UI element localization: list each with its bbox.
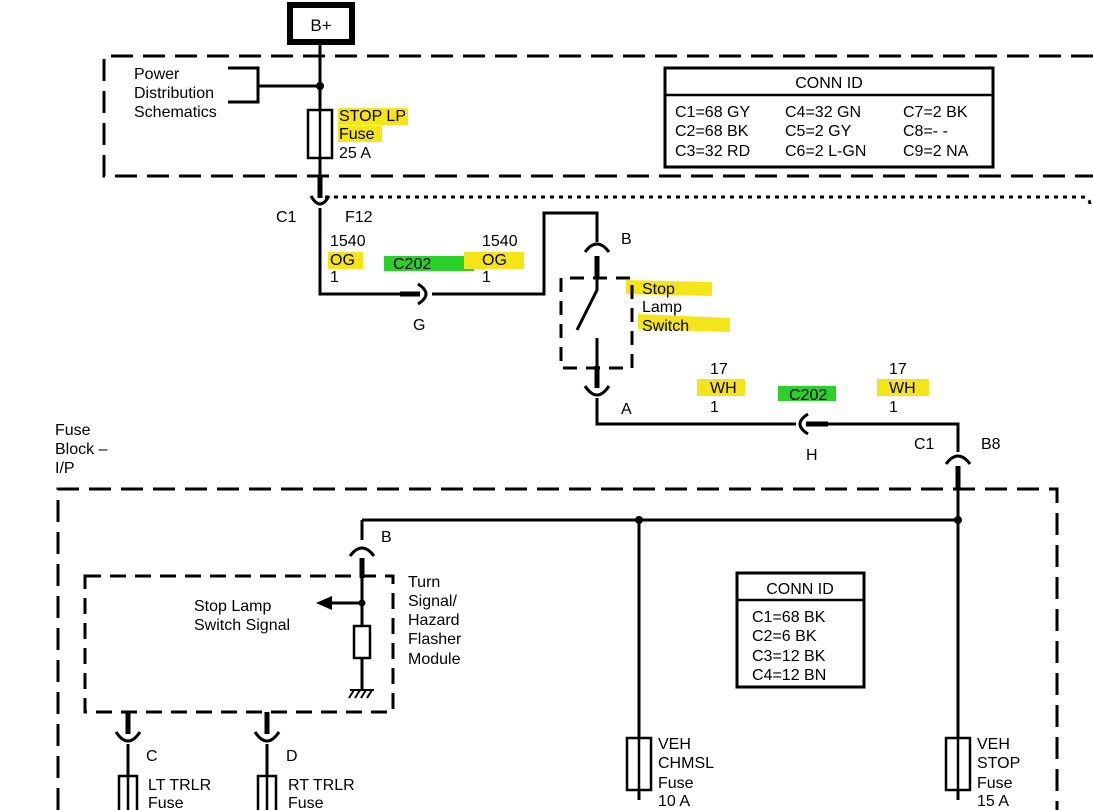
c202-g-socket <box>417 282 428 306</box>
highlight-og-right <box>464 252 524 269</box>
pin-g-label: G <box>413 317 425 334</box>
pin-d-label: D <box>286 748 298 765</box>
c202-mid-label: C202 <box>789 387 827 404</box>
conn-id-bottom-r1: C2=6 BK <box>752 628 817 645</box>
conn-id-bottom-r0: C1=68 BK <box>752 609 826 626</box>
wire-17-left <box>595 398 796 426</box>
flasher-b-socket <box>348 546 376 557</box>
fuse-block-label: Fuse Block – I/P <box>55 422 112 477</box>
conn-id-top-r2c2: C9=2 NA <box>903 143 969 160</box>
lt-trlr-fuse-label: LT TRLR Fuse <box>148 777 216 810</box>
conn-id-top-r1c2: C8=- - <box>903 123 948 140</box>
wire-1540-right-label: 1540 OG 1 <box>482 233 522 286</box>
switch-a-socket <box>583 385 611 397</box>
veh-chmsl-fuse-label: VEH CHMSL Fuse 10 A <box>658 736 718 810</box>
stop-lamp-signal-label: Stop Lamp Switch Signal <box>194 598 290 634</box>
flasher-module-box <box>83 574 395 714</box>
highlight-c202-top <box>384 256 474 271</box>
conn-id-top-r0c1: C4=32 GN <box>785 104 861 121</box>
wire-1540-left <box>318 208 404 296</box>
veh-stop-fuse-label: VEH STOP Fuse 15 A <box>977 736 1024 810</box>
power-dist-bracket <box>228 66 321 104</box>
flasher-resistor <box>352 624 372 660</box>
highlight-wh-left <box>697 379 745 396</box>
power-distribution-box <box>102 54 1093 178</box>
c1-top-label: C1 <box>276 209 297 226</box>
wire-1540-right <box>432 211 599 296</box>
conn-id-bottom-r2: C3=12 BK <box>752 648 826 665</box>
conn-id-top-r1c1: C5=2 GY <box>785 123 852 140</box>
signal-arrow-icon <box>316 596 332 610</box>
pin-b-flasher-label: B <box>381 529 392 546</box>
pin-d-socket <box>253 731 281 743</box>
pin-b-switch-label: B <box>621 231 632 248</box>
wire-1540-left-label: 1540 OG 1 <box>330 233 370 286</box>
stop-lamp-switch-label: Stop Lamp Switch <box>642 281 689 335</box>
highlight-fuse <box>338 126 382 142</box>
highlight-c202-mid <box>778 386 836 401</box>
c202-top-label: C202 <box>393 256 431 273</box>
wire-17-left-label: 17 WH 1 <box>710 361 741 416</box>
conn-id-top-r1c0: C2=68 BK <box>675 123 749 140</box>
pin-a-switch-label: A <box>621 401 632 418</box>
highlights <box>328 108 929 401</box>
conn-id-bottom-r3: C4=12 BN <box>752 667 826 684</box>
fuse-block-ip-box <box>56 487 1059 810</box>
c202-h-socket <box>798 412 809 436</box>
highlight-switch <box>638 314 730 332</box>
b8-label: B8 <box>981 436 1001 453</box>
conn-id-top-title: CONN ID <box>795 75 863 92</box>
pin-c-label: C <box>146 748 158 765</box>
conn-id-bottom-title: CONN ID <box>766 581 834 598</box>
pin-c-socket <box>114 731 142 743</box>
ground-icon <box>348 689 374 699</box>
wire-17-right-label: 17 WH 1 <box>889 361 920 416</box>
switch-b-socket <box>583 242 611 253</box>
wire-17-right <box>828 422 960 452</box>
stop-lp-fuse-label: STOP LP Fuse 25 A <box>339 108 410 162</box>
c1-mid-label: C1 <box>914 436 935 453</box>
highlight-og-left <box>328 252 363 269</box>
highlight-wh-right <box>877 379 929 396</box>
splice-chmsl <box>635 516 643 524</box>
conn-id-top: CONN ID C1=68 GY C4=32 GN C7=2 BK C2=68 … <box>663 66 995 169</box>
highlight-stop-lp <box>338 108 408 125</box>
power-dist-label: Power Distribution Schematics <box>134 66 218 121</box>
highlight-stop <box>626 280 712 296</box>
stop-lamp-switch-box <box>559 276 634 370</box>
flasher-module-label: Turn Signal/ Hazard Flasher Module <box>408 574 466 668</box>
pin-h-label: H <box>806 447 818 464</box>
f12-label: F12 <box>345 209 373 226</box>
splice-stop <box>954 516 962 524</box>
conn-id-top-r0c0: C1=68 GY <box>675 104 750 121</box>
c1-top-socket <box>309 195 331 206</box>
switch-contacts <box>575 278 599 366</box>
conn-id-top-r2c0: C3=32 RD <box>675 143 750 160</box>
rt-trlr-fuse-label: RT TRLR Fuse <box>288 777 359 810</box>
conn-id-top-r0c2: C7=2 BK <box>903 104 968 121</box>
fuse-block-dotted-top <box>325 195 1092 206</box>
conn-id-top-r2c1: C6=2 L-GN <box>785 143 866 160</box>
internal-bus <box>360 488 960 800</box>
conn-id-bottom: CONN ID C1=68 BK C2=6 BK C3=12 BK C4=12 … <box>735 571 866 689</box>
b-plus-label: B+ <box>310 16 331 35</box>
c1-b8-socket <box>944 454 972 465</box>
